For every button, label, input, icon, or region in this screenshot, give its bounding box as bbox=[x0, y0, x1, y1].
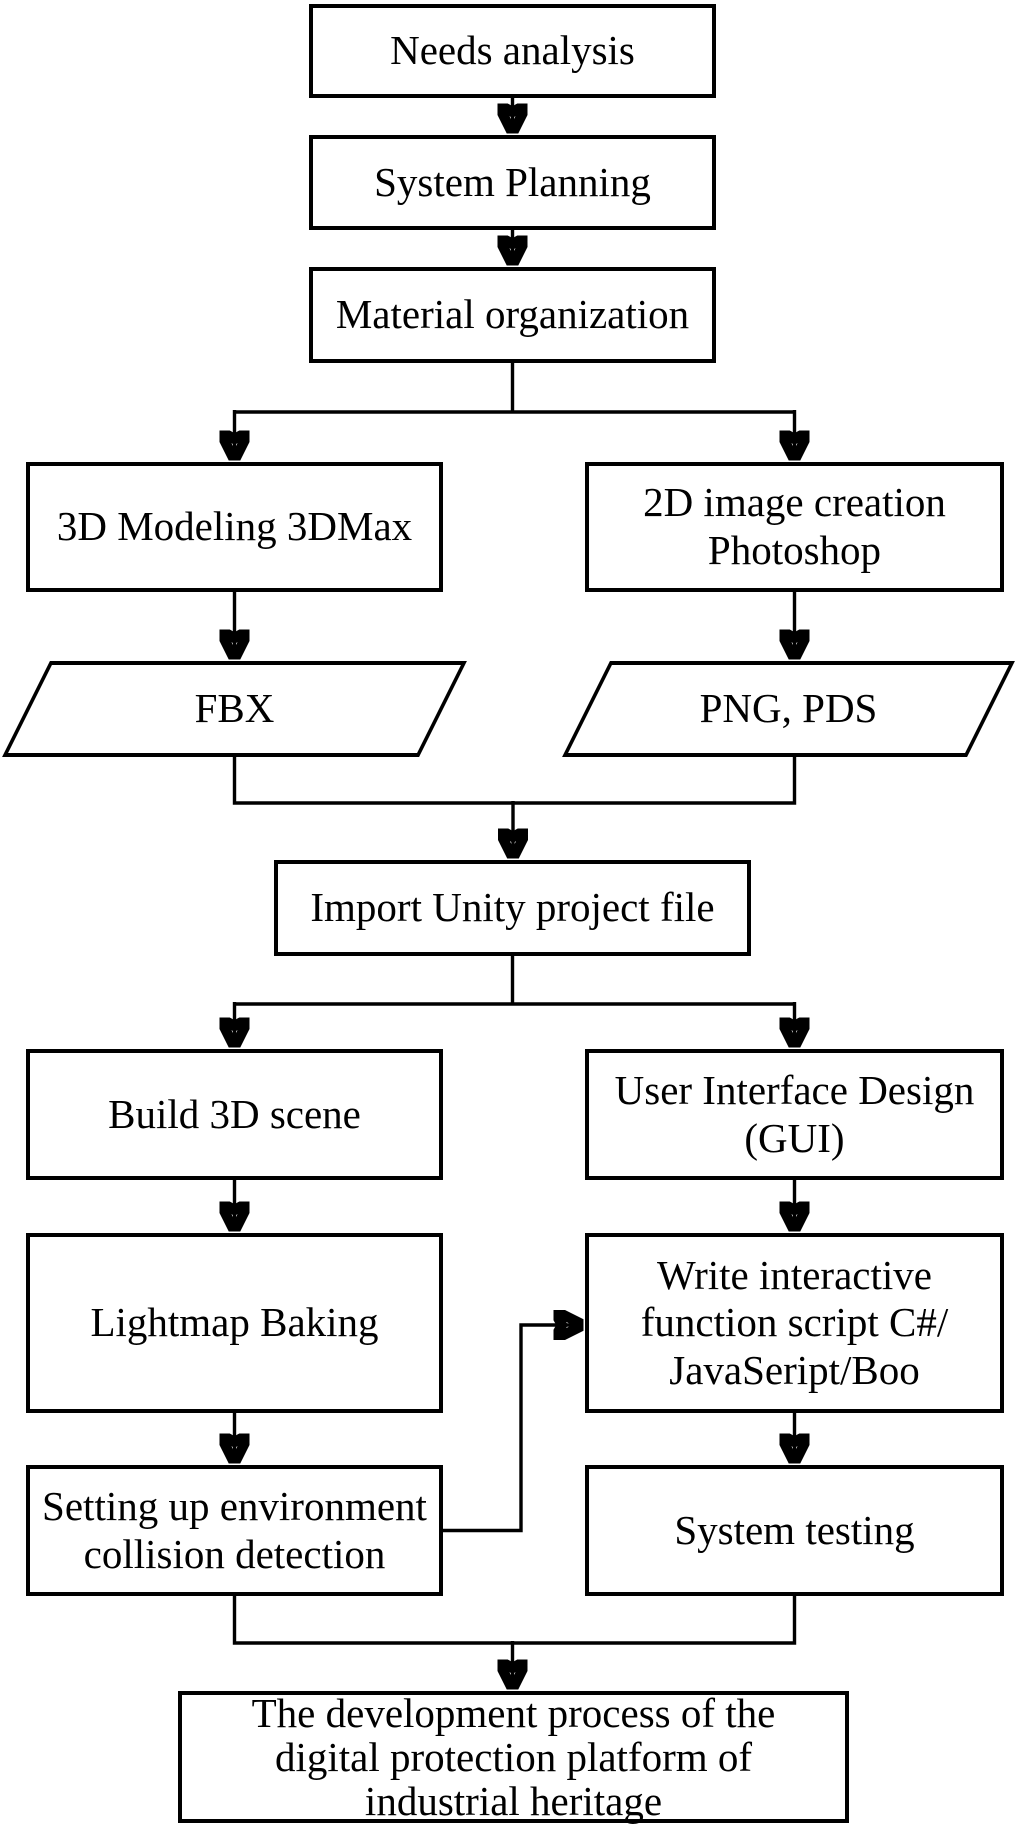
node-material-organization-label: Material organization bbox=[335, 291, 690, 338]
node-3d-modeling-3dmax-label: 3D Modeling 3DMax bbox=[56, 503, 413, 550]
node-system-testing-label: System testing bbox=[674, 1506, 915, 1553]
edge-final-merge-line bbox=[232, 1594, 797, 1645]
node-fbx: FBX bbox=[2, 661, 467, 757]
node-development-process-label: The development process of the digital p… bbox=[251, 1689, 776, 1825]
node-lightmap-baking: Lightmap Baking bbox=[26, 1233, 443, 1413]
node-needs-analysis-label: Needs analysis bbox=[390, 27, 635, 74]
edge-collision-to-script bbox=[443, 1325, 583, 1533]
node-3d-modeling-3dmax: 3D Modeling 3DMax bbox=[26, 462, 443, 592]
node-collision-detection: Setting up environment collision detecti… bbox=[26, 1465, 443, 1596]
node-user-interface-design: User Interface Design (GUI) bbox=[585, 1049, 1004, 1180]
node-write-interactive-script: Write interactive function script C#/ Ja… bbox=[585, 1233, 1004, 1413]
node-2d-image-creation-photoshop: 2D image creation Photoshop bbox=[585, 462, 1004, 592]
node-2d-image-creation-photoshop-label: 2D image creation Photoshop bbox=[643, 479, 946, 573]
node-development-process: The development process of the digital p… bbox=[178, 1691, 849, 1823]
node-write-interactive-script-label: Write interactive function script C#/ Ja… bbox=[640, 1251, 949, 1393]
node-build-3d-scene: Build 3D scene bbox=[26, 1049, 443, 1180]
node-system-testing: System testing bbox=[585, 1465, 1004, 1596]
node-needs-analysis: Needs analysis bbox=[309, 4, 716, 98]
edge-material-split-line bbox=[234, 361, 795, 414]
node-system-planning-label: System Planning bbox=[374, 158, 651, 205]
node-lightmap-baking-label: Lightmap Baking bbox=[90, 1299, 379, 1346]
node-import-unity-project-file: Import Unity project file bbox=[274, 860, 751, 956]
node-fbx-label: FBX bbox=[194, 685, 275, 732]
node-import-unity-project-file-label: Import Unity project file bbox=[310, 884, 715, 931]
edge-import-split-line bbox=[234, 954, 795, 1006]
node-collision-detection-label: Setting up environment collision detecti… bbox=[42, 1482, 427, 1577]
node-png-pds: PNG, PDS bbox=[562, 661, 1015, 757]
node-material-organization: Material organization bbox=[309, 267, 716, 363]
node-png-pds-label: PNG, PDS bbox=[699, 685, 878, 732]
node-build-3d-scene-label: Build 3D scene bbox=[108, 1090, 361, 1137]
edge-parallelogram-merge-line bbox=[232, 755, 797, 805]
node-system-planning: System Planning bbox=[309, 135, 716, 230]
node-user-interface-design-label: User Interface Design (GUI) bbox=[614, 1066, 975, 1161]
